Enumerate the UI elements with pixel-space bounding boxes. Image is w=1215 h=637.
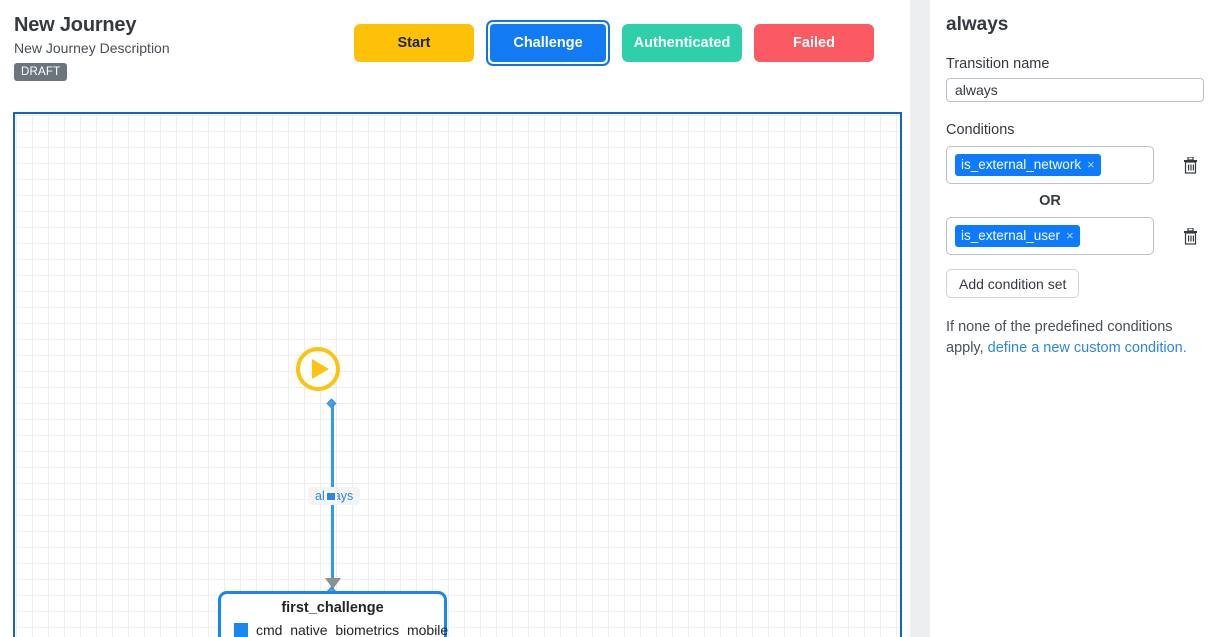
- transition-name-input[interactable]: [946, 78, 1204, 102]
- flow-node-first-challenge[interactable]: first_challenge cmd_native_biometrics_mo…: [218, 591, 448, 637]
- edge-label-badge-icon[interactable]: [325, 491, 337, 502]
- condition-set-box-1[interactable]: is_external_network ×: [946, 146, 1154, 184]
- condition-set-row: is_external_user ×: [946, 217, 1205, 255]
- condition-set-box-2[interactable]: is_external_user ×: [946, 217, 1154, 255]
- custom-condition-link[interactable]: define a new custom condition.: [987, 340, 1187, 357]
- condition-tag-remove-icon[interactable]: ×: [1087, 157, 1095, 172]
- conditions-label: Conditions: [946, 122, 1015, 138]
- panel-divider: [910, 0, 930, 637]
- start-node[interactable]: [296, 347, 340, 391]
- condition-tag-is-external-network[interactable]: is_external_network ×: [955, 154, 1101, 176]
- state-button-challenge-label: Challenge: [490, 24, 606, 62]
- custom-condition-hint-text: If none of the predefined conditions app…: [946, 319, 1173, 357]
- status-badge: DRAFT: [14, 63, 68, 81]
- flow-node-item-label: cmd_native_biometrics_mobile: [256, 621, 449, 637]
- page-description: New Journey Description: [14, 40, 170, 56]
- condition-or-separator: OR: [1039, 193, 1061, 209]
- transition-details-panel: always Transition name Conditions is_ext…: [930, 0, 1215, 637]
- condition-tag-label: is_external_network: [961, 157, 1082, 172]
- state-button-failed[interactable]: Failed: [754, 24, 874, 62]
- state-button-group: Start Challenge Authenticated Failed: [354, 20, 874, 66]
- delete-condition-set-1-button[interactable]: [1181, 155, 1199, 175]
- flow-node-item[interactable]: cmd_native_biometrics_mobile: [221, 619, 448, 637]
- state-button-challenge[interactable]: Challenge: [486, 20, 610, 66]
- delete-condition-set-2-button[interactable]: [1181, 226, 1199, 246]
- condition-tag-label: is_external_user: [961, 228, 1061, 243]
- play-icon: [312, 359, 329, 379]
- trash-icon: [1183, 227, 1197, 245]
- custom-condition-hint: If none of the predefined conditions app…: [946, 317, 1191, 359]
- flow-node-title: first_challenge: [281, 600, 384, 616]
- trash-icon: [1183, 156, 1197, 174]
- condition-set-row: is_external_network ×: [946, 146, 1205, 184]
- condition-tag-remove-icon[interactable]: ×: [1066, 228, 1074, 243]
- add-condition-set-button[interactable]: Add condition set: [946, 269, 1080, 298]
- edge-arrow-icon: [325, 578, 341, 589]
- journey-header: New Journey New Journey Description DRAF…: [0, 0, 910, 105]
- state-button-start[interactable]: Start: [354, 24, 474, 62]
- checkbox-square-icon: [234, 622, 248, 637]
- transition-name-label: Transition name: [946, 56, 1050, 72]
- condition-tag-is-external-user[interactable]: is_external_user ×: [955, 225, 1080, 247]
- state-button-authenticated[interactable]: Authenticated: [622, 24, 742, 62]
- panel-title: always: [946, 14, 1009, 35]
- page-title: New Journey: [14, 14, 137, 36]
- flow-canvas[interactable]: always first_challenge cmd_native_biomet…: [13, 112, 902, 637]
